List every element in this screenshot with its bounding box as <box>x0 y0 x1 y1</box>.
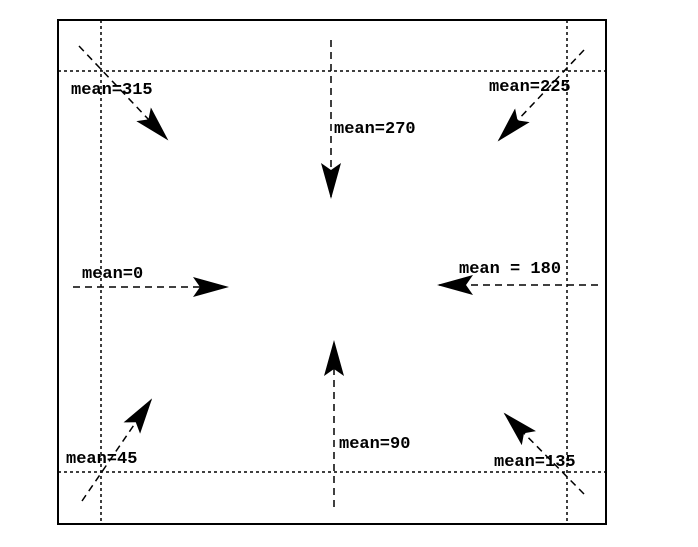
label-mean-90: mean=90 <box>339 435 410 454</box>
arrow-mean-135 <box>503 412 585 495</box>
outer-frame <box>57 19 607 525</box>
arrow-mean-315 <box>78 45 169 141</box>
arrow-mean-225 <box>497 49 585 142</box>
arrow-mean-45 <box>81 398 153 502</box>
label-mean-225: mean=225 <box>489 78 571 97</box>
arrows <box>73 40 598 507</box>
label-mean-45: mean=45 <box>66 450 137 469</box>
guide-lines <box>58 20 606 524</box>
label-mean-180: mean = 180 <box>459 260 561 279</box>
label-mean-315: mean=315 <box>71 81 153 100</box>
label-mean-0: mean=0 <box>82 265 143 284</box>
label-mean-270: mean=270 <box>334 120 416 139</box>
label-mean-135: mean=135 <box>494 453 576 472</box>
